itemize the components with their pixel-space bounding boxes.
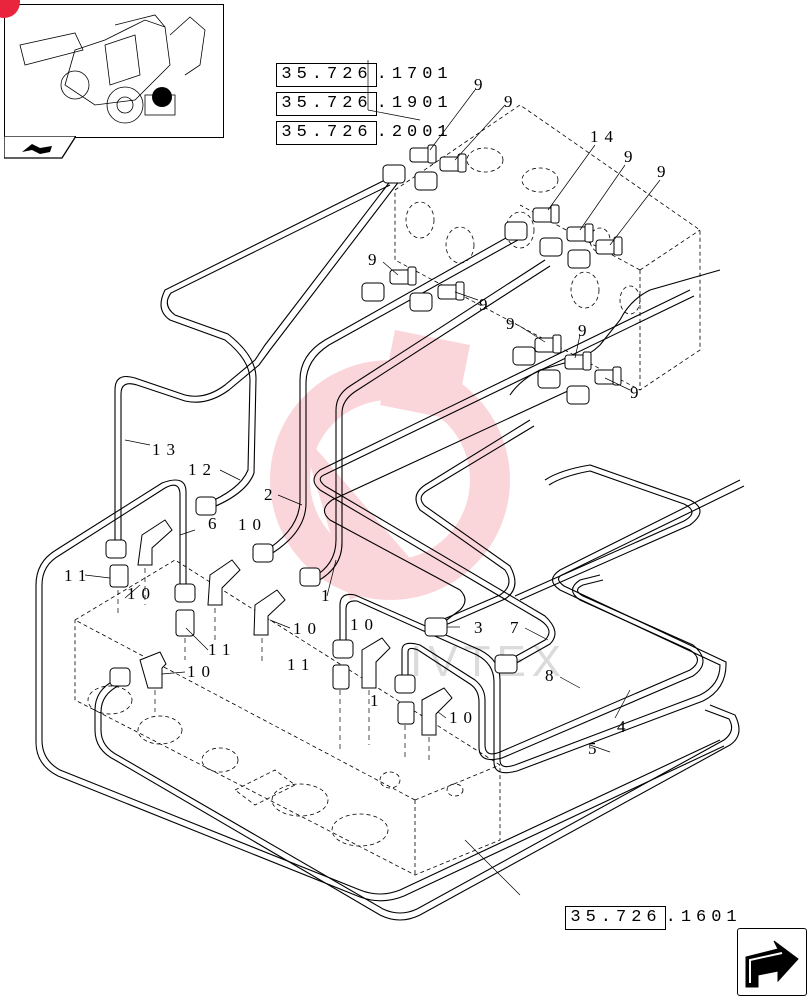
ref-1601[interactable]: 35.726.1601 <box>535 884 742 930</box>
nut-fitting <box>537 369 561 389</box>
elbow-fitting <box>137 519 173 566</box>
nut-fitting <box>424 617 448 637</box>
callout-8: 8 <box>545 666 560 685</box>
ref-code: 35.726 <box>276 121 377 145</box>
adapter-fitting <box>437 281 465 301</box>
ref-suffix: .2001 <box>376 123 453 142</box>
straight-fitting <box>397 701 415 725</box>
nut-fitting <box>504 221 528 241</box>
nut-fitting <box>414 171 438 191</box>
ref-2001[interactable]: 35.726.2001 <box>246 99 453 145</box>
callout-3: 3 <box>474 618 489 637</box>
adapter-fitting <box>594 366 622 386</box>
callout-10: 10 <box>238 515 267 534</box>
elbow-fitting <box>139 651 167 689</box>
callout-10: 10 <box>350 615 379 634</box>
leader-lines <box>84 60 661 896</box>
elbow-fitting <box>361 637 391 689</box>
nut-fitting <box>195 496 217 516</box>
straight-fitting <box>175 609 195 637</box>
callout-11: 11 <box>64 566 93 585</box>
callout-9: 9 <box>368 250 383 269</box>
straight-fitting <box>332 664 350 690</box>
ref-1701[interactable]: 35.726.1701 <box>246 41 453 87</box>
lower-valve-block <box>74 559 501 876</box>
adapter-fitting <box>566 223 594 243</box>
adapter-fitting <box>409 144 437 164</box>
adapter-fitting <box>534 334 562 354</box>
nut-fitting <box>105 539 127 559</box>
callout-10: 10 <box>187 662 216 681</box>
callout-5: 5 <box>588 739 603 758</box>
callout-9: 9 <box>624 147 639 166</box>
backhoe-loader-icon <box>19 14 206 124</box>
callout-9: 9 <box>474 75 489 94</box>
callout-7: 7 <box>510 618 525 637</box>
callout-13: 13 <box>152 440 181 459</box>
ref-suffix: .1701 <box>376 65 453 84</box>
adapter-fitting <box>564 351 592 371</box>
nut-fitting <box>409 292 433 312</box>
callout-9: 9 <box>479 295 494 314</box>
callout-9: 9 <box>506 314 521 333</box>
callout-12: 12 <box>188 460 217 479</box>
watermark-text: IVTEX <box>410 637 567 686</box>
watermark-logo <box>270 330 510 600</box>
machine-thumbnail <box>4 4 224 138</box>
adapter-fitting <box>532 204 560 224</box>
straight-fitting <box>109 564 129 588</box>
callout-11: 11 <box>287 655 316 674</box>
fittings <box>105 144 623 736</box>
ref-code: 35.726 <box>276 63 377 87</box>
callout-10: 10 <box>127 584 156 603</box>
nut-fitting <box>109 667 131 687</box>
ref-code: 35.726 <box>276 92 377 116</box>
nut-fitting <box>174 583 196 603</box>
callout-9: 9 <box>504 92 519 111</box>
nut-fitting <box>382 164 406 184</box>
book-arrow-icon <box>22 144 52 154</box>
callout-1: 1 <box>370 691 385 710</box>
callout-9: 9 <box>657 162 672 181</box>
callout-10: 10 <box>293 619 322 638</box>
nut-fitting <box>494 654 518 674</box>
callout-10: 10 <box>449 708 478 727</box>
nut-fitting <box>566 385 590 405</box>
adapter-fitting <box>595 236 623 256</box>
ref-code: 35.726 <box>565 906 666 930</box>
centerlines <box>117 568 430 760</box>
callout-11: 11 <box>208 640 237 659</box>
corner-badge <box>0 0 20 18</box>
pipe-lines <box>35 174 745 921</box>
callout-6: 6 <box>208 514 223 533</box>
nut-fitting <box>567 249 591 269</box>
callout-1: 1 <box>321 586 336 605</box>
adapter-fitting <box>439 153 467 173</box>
nut-fitting <box>394 674 416 694</box>
elbow-fitting <box>253 589 286 636</box>
next-page-button[interactable] <box>737 928 807 996</box>
nut-fitting <box>361 282 385 302</box>
elbow-fitting <box>421 687 453 736</box>
ref-suffix: .1601 <box>665 908 742 927</box>
adapter-fitting <box>389 266 417 286</box>
nut-fitting <box>299 567 321 587</box>
nut-fitting <box>512 346 536 366</box>
ref-suffix: .1901 <box>376 94 453 113</box>
nut-fitting <box>539 237 563 257</box>
callout-4: 4 <box>617 717 632 736</box>
next-page-arrow-icon <box>745 940 799 988</box>
elbow-fitting <box>207 559 241 606</box>
nut-fitting <box>332 639 354 659</box>
callout-14: 14 <box>590 127 619 146</box>
nut-fitting <box>252 543 274 563</box>
callout-2: 2 <box>264 485 279 504</box>
view-tab <box>4 136 76 159</box>
callout-9: 9 <box>630 383 645 402</box>
ref-1901[interactable]: 35.726.1901 <box>246 70 453 116</box>
callout-9: 9 <box>578 321 593 340</box>
